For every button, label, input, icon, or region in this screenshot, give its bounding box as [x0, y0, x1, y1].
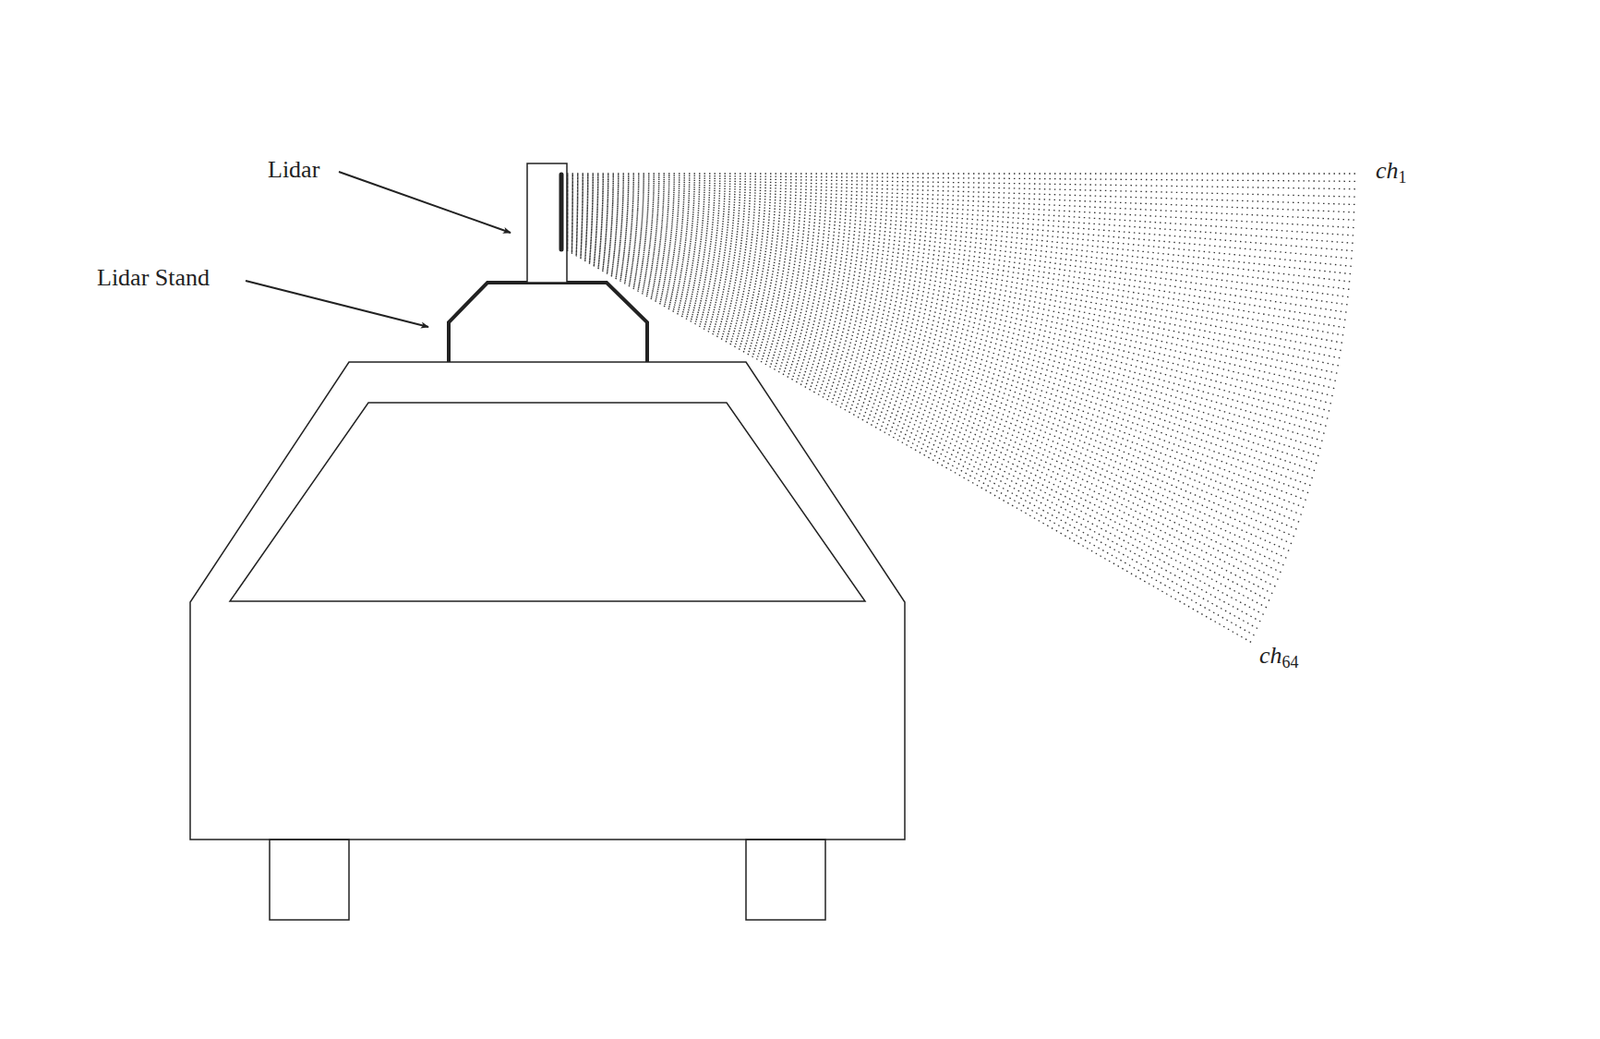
part-label: Lidar [265, 156, 322, 184]
laser-ray [566, 223, 1314, 487]
laser-ray [566, 181, 1359, 229]
laser-ray [566, 234, 1293, 553]
laser-ray [566, 218, 1323, 458]
lidar-emitter [559, 174, 565, 250]
laser-ray [566, 230, 1300, 531]
laser-ray [566, 200, 1347, 344]
laser-ray [566, 186, 1356, 259]
laser-ray [566, 229, 1303, 524]
laser-ray [566, 184, 1358, 244]
laser-ray [566, 235, 1290, 560]
laser-ray [566, 226, 1311, 502]
laser-ray [566, 224, 1312, 494]
laser-ray [566, 201, 1346, 351]
laser-ray [566, 246, 1264, 624]
laser-ray [566, 241, 1276, 596]
laser-ray [566, 215, 1328, 435]
leader-arrow [245, 280, 429, 327]
laser-ray [566, 227, 1308, 509]
laser-ray [566, 197, 1348, 328]
laser-channel-fan [566, 173, 1360, 644]
lidar-unit [527, 163, 567, 283]
laser-ray [566, 231, 1299, 538]
laser-ray [566, 210, 1336, 405]
lidar-stand [448, 282, 648, 362]
laser-ray [566, 196, 1349, 321]
laser-ray [566, 188, 1356, 267]
laser-ray [566, 174, 1360, 181]
laser-ray [566, 177, 1360, 197]
laser-ray [566, 240, 1279, 588]
laser-ray [566, 247, 1261, 630]
laser-ray [566, 199, 1348, 337]
laser-ray [566, 213, 1330, 427]
laser-ray [566, 216, 1324, 449]
part-label: Lidar Stand [95, 264, 212, 292]
laser-ray [566, 237, 1288, 567]
laser-ray [566, 192, 1353, 290]
laser-ray [566, 242, 1274, 602]
left-wheel [269, 839, 349, 920]
laser-ray [566, 193, 1352, 305]
leader-arrow [338, 171, 511, 233]
right-wheel [745, 839, 826, 920]
windshield [229, 402, 866, 602]
channel-label: ch64 [1257, 642, 1301, 673]
laser-ray [566, 228, 1305, 516]
laser-ray [566, 239, 1282, 581]
laser-ray [566, 180, 1359, 213]
laser-ray [566, 216, 1326, 442]
car-body [190, 361, 905, 840]
laser-ray [566, 249, 1258, 638]
laser-ray [566, 190, 1354, 282]
laser-ray [566, 172, 1360, 174]
laser-ray [566, 203, 1344, 360]
channel-label: ch1 [1373, 157, 1409, 188]
laser-ray [566, 219, 1321, 465]
laser-ray [566, 204, 1343, 367]
laser-ray [566, 250, 1255, 644]
laser-ray [566, 222, 1317, 480]
laser-ray [566, 208, 1337, 397]
laser-ray [566, 211, 1334, 412]
laser-ray [566, 245, 1267, 617]
laser-ray [566, 238, 1285, 575]
laser-ray [566, 233, 1296, 546]
laser-ray [566, 185, 1357, 252]
laser-ray [566, 243, 1271, 609]
laser-ray [566, 189, 1355, 275]
